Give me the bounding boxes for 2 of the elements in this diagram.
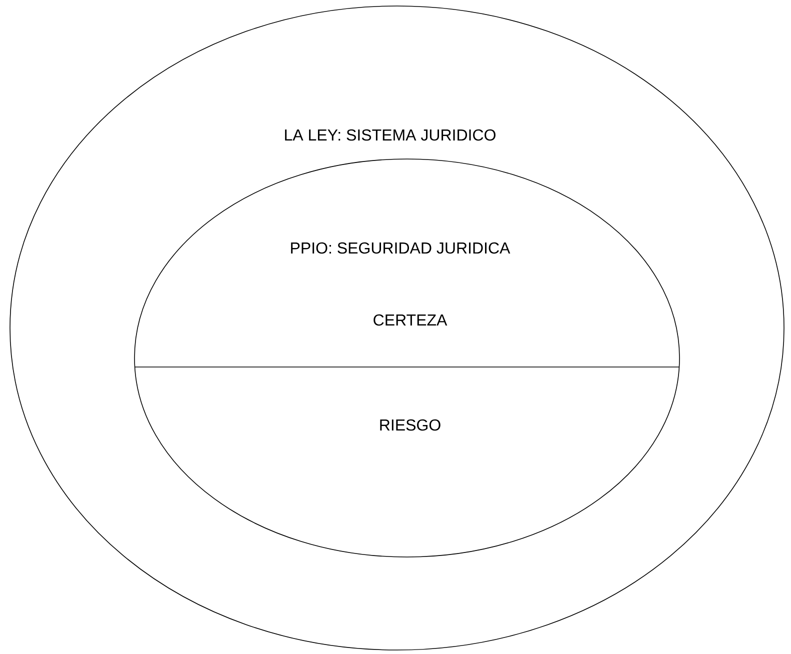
region-label: RIESGO xyxy=(380,419,440,431)
region-label: CERTEZA xyxy=(374,314,448,326)
